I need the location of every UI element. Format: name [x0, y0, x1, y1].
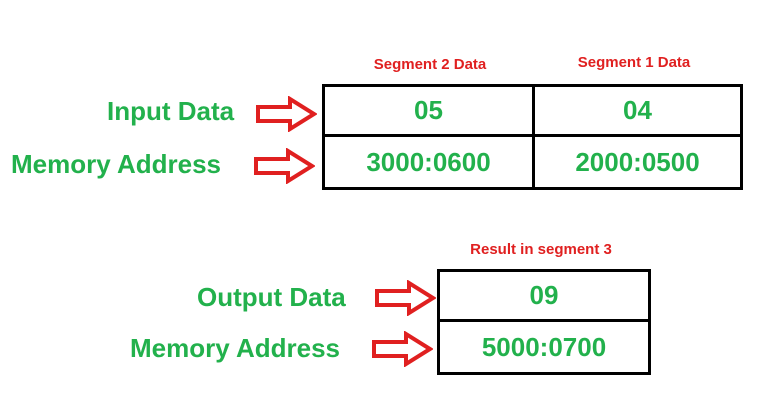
right-arrow-icon [256, 96, 317, 132]
input-data-table: 05 04 3000:0600 2000:0500 [322, 84, 743, 190]
cell-address-segment-1: 2000:0500 [575, 146, 700, 177]
label-memory-address-input: Memory Address [11, 149, 221, 179]
label-output-data: Output Data [197, 282, 346, 312]
right-arrow-icon [254, 148, 315, 184]
cell-input-segment-2: 05 [325, 87, 535, 137]
label-memory-address-output: Memory Address [130, 333, 340, 363]
right-arrow-icon [372, 331, 433, 367]
label-input-data: Input Data [107, 96, 235, 126]
cell-output-data: 09 [440, 272, 648, 322]
cell-address-segment-2: 3000:0600 [325, 137, 535, 187]
header-segment-1: Segment 1 Data [577, 54, 691, 71]
header-segment-2: Segment 2 Data [373, 56, 487, 73]
cell-input-segment-1: 04 [535, 87, 740, 137]
header-result-segment-3: Result in segment 3 [470, 241, 612, 258]
right-arrow-icon [375, 280, 436, 316]
cell-output-address: 5000:0700 [481, 331, 607, 362]
output-data-table: 09 5000:0700 [437, 269, 651, 375]
